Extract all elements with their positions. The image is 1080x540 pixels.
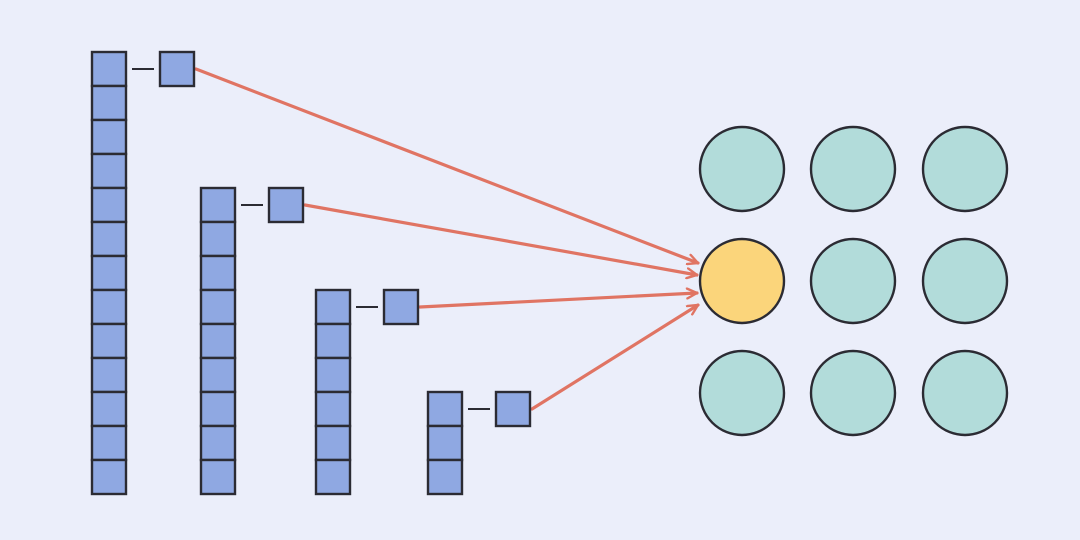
- grid-node: [921, 349, 1009, 437]
- stack-cell: [199, 220, 237, 258]
- arrows-layer: [194, 67, 700, 411]
- cell-stack-3: [314, 288, 420, 496]
- stack-cell: [90, 220, 128, 258]
- stack-cell: [90, 458, 128, 496]
- stack-cell: [90, 118, 128, 156]
- grid-node: [809, 125, 897, 213]
- grid-node: [698, 125, 786, 213]
- arrow-3: [418, 293, 699, 309]
- arrow-4: [530, 303, 700, 411]
- stack-cell: [314, 356, 352, 394]
- stack-cell: [90, 322, 128, 360]
- stack-cell: [314, 322, 352, 360]
- stack-cell: [314, 424, 352, 462]
- stacks-layer: [90, 50, 532, 496]
- grid-node: [698, 349, 786, 437]
- stack-cell: [90, 152, 128, 190]
- stack-cell: [90, 186, 128, 224]
- arrow-1: [194, 67, 700, 263]
- stack-cell: [199, 458, 237, 496]
- stack-cell: [90, 254, 128, 292]
- grid-node: [809, 237, 897, 325]
- stack-cell: [199, 356, 237, 394]
- cell-stack-2: [199, 186, 305, 496]
- stack-cell: [199, 322, 237, 360]
- stack-cell: [90, 84, 128, 122]
- stack-cell: [314, 288, 352, 326]
- head-cell: [494, 390, 532, 428]
- stack-cell: [90, 288, 128, 326]
- cell-stack-1: [90, 50, 196, 496]
- head-cell: [382, 288, 420, 326]
- highlighted-node: [698, 237, 786, 325]
- stack-cell: [426, 458, 464, 496]
- stack-cell: [314, 390, 352, 428]
- stack-cell: [426, 390, 464, 428]
- stack-cell: [199, 288, 237, 326]
- cell-stack-4: [426, 390, 532, 496]
- stack-cell: [90, 50, 128, 88]
- grid-node: [921, 125, 1009, 213]
- stack-cell: [90, 356, 128, 394]
- stack-cell: [90, 424, 128, 462]
- head-cell: [267, 186, 305, 224]
- grid-node: [921, 237, 1009, 325]
- stack-cell: [426, 424, 464, 462]
- stack-cell: [199, 186, 237, 224]
- head-cell: [158, 50, 196, 88]
- circle-grid: [698, 125, 1009, 437]
- stack-cell: [199, 254, 237, 292]
- grid-node: [809, 349, 897, 437]
- stack-cell: [90, 390, 128, 428]
- stack-cell: [199, 390, 237, 428]
- stack-cell: [199, 424, 237, 462]
- arrow-2: [303, 203, 699, 275]
- stack-cell: [314, 458, 352, 496]
